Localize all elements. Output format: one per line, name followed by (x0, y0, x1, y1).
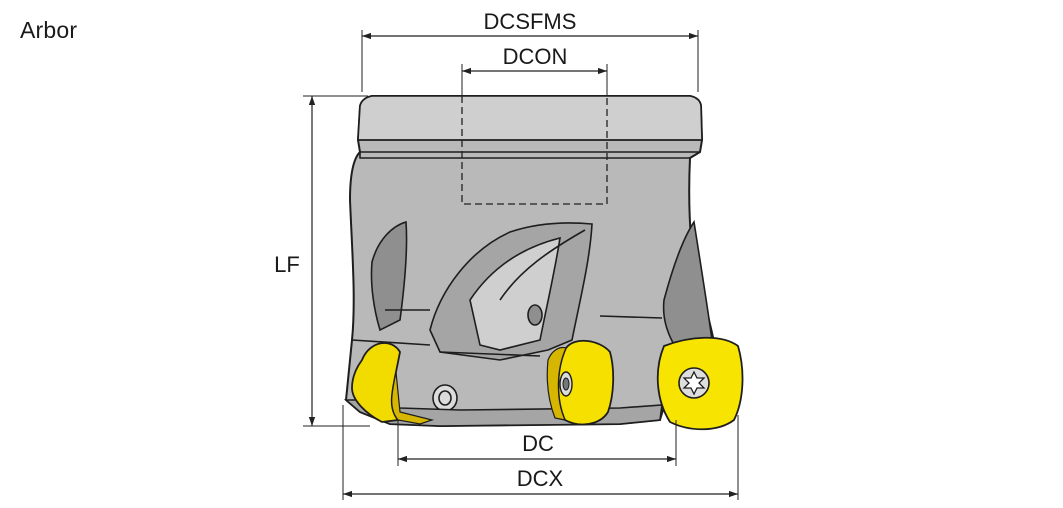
hidden-bore (461, 96, 608, 205)
torx-screw-icon (678, 367, 710, 399)
dim-label-dcx: DCX (517, 466, 564, 491)
dim-label-dc: DC (522, 431, 554, 456)
cutter-body (343, 95, 718, 428)
dim-label-dcsfms: DCSFMS (484, 9, 577, 34)
insert-center (546, 339, 615, 426)
dim-dc: DC (397, 420, 677, 466)
dim-dcx: DCX (342, 405, 739, 500)
clamp-screw (432, 384, 458, 412)
top-collar (357, 95, 703, 141)
dim-label-dcon: DCON (503, 44, 568, 69)
dim-lf: LF (274, 95, 370, 427)
torx-screw-icon (559, 371, 573, 397)
flute-left (370, 220, 408, 332)
dim-label-lf: LF (274, 252, 300, 277)
dim-dcon: DCON (461, 44, 608, 96)
dim-dcsfms: DCSFMS (361, 9, 699, 92)
page-title: Arbor (20, 17, 78, 43)
insert-right (656, 336, 744, 431)
flute-right (662, 219, 713, 349)
coolant-hole (527, 304, 543, 326)
